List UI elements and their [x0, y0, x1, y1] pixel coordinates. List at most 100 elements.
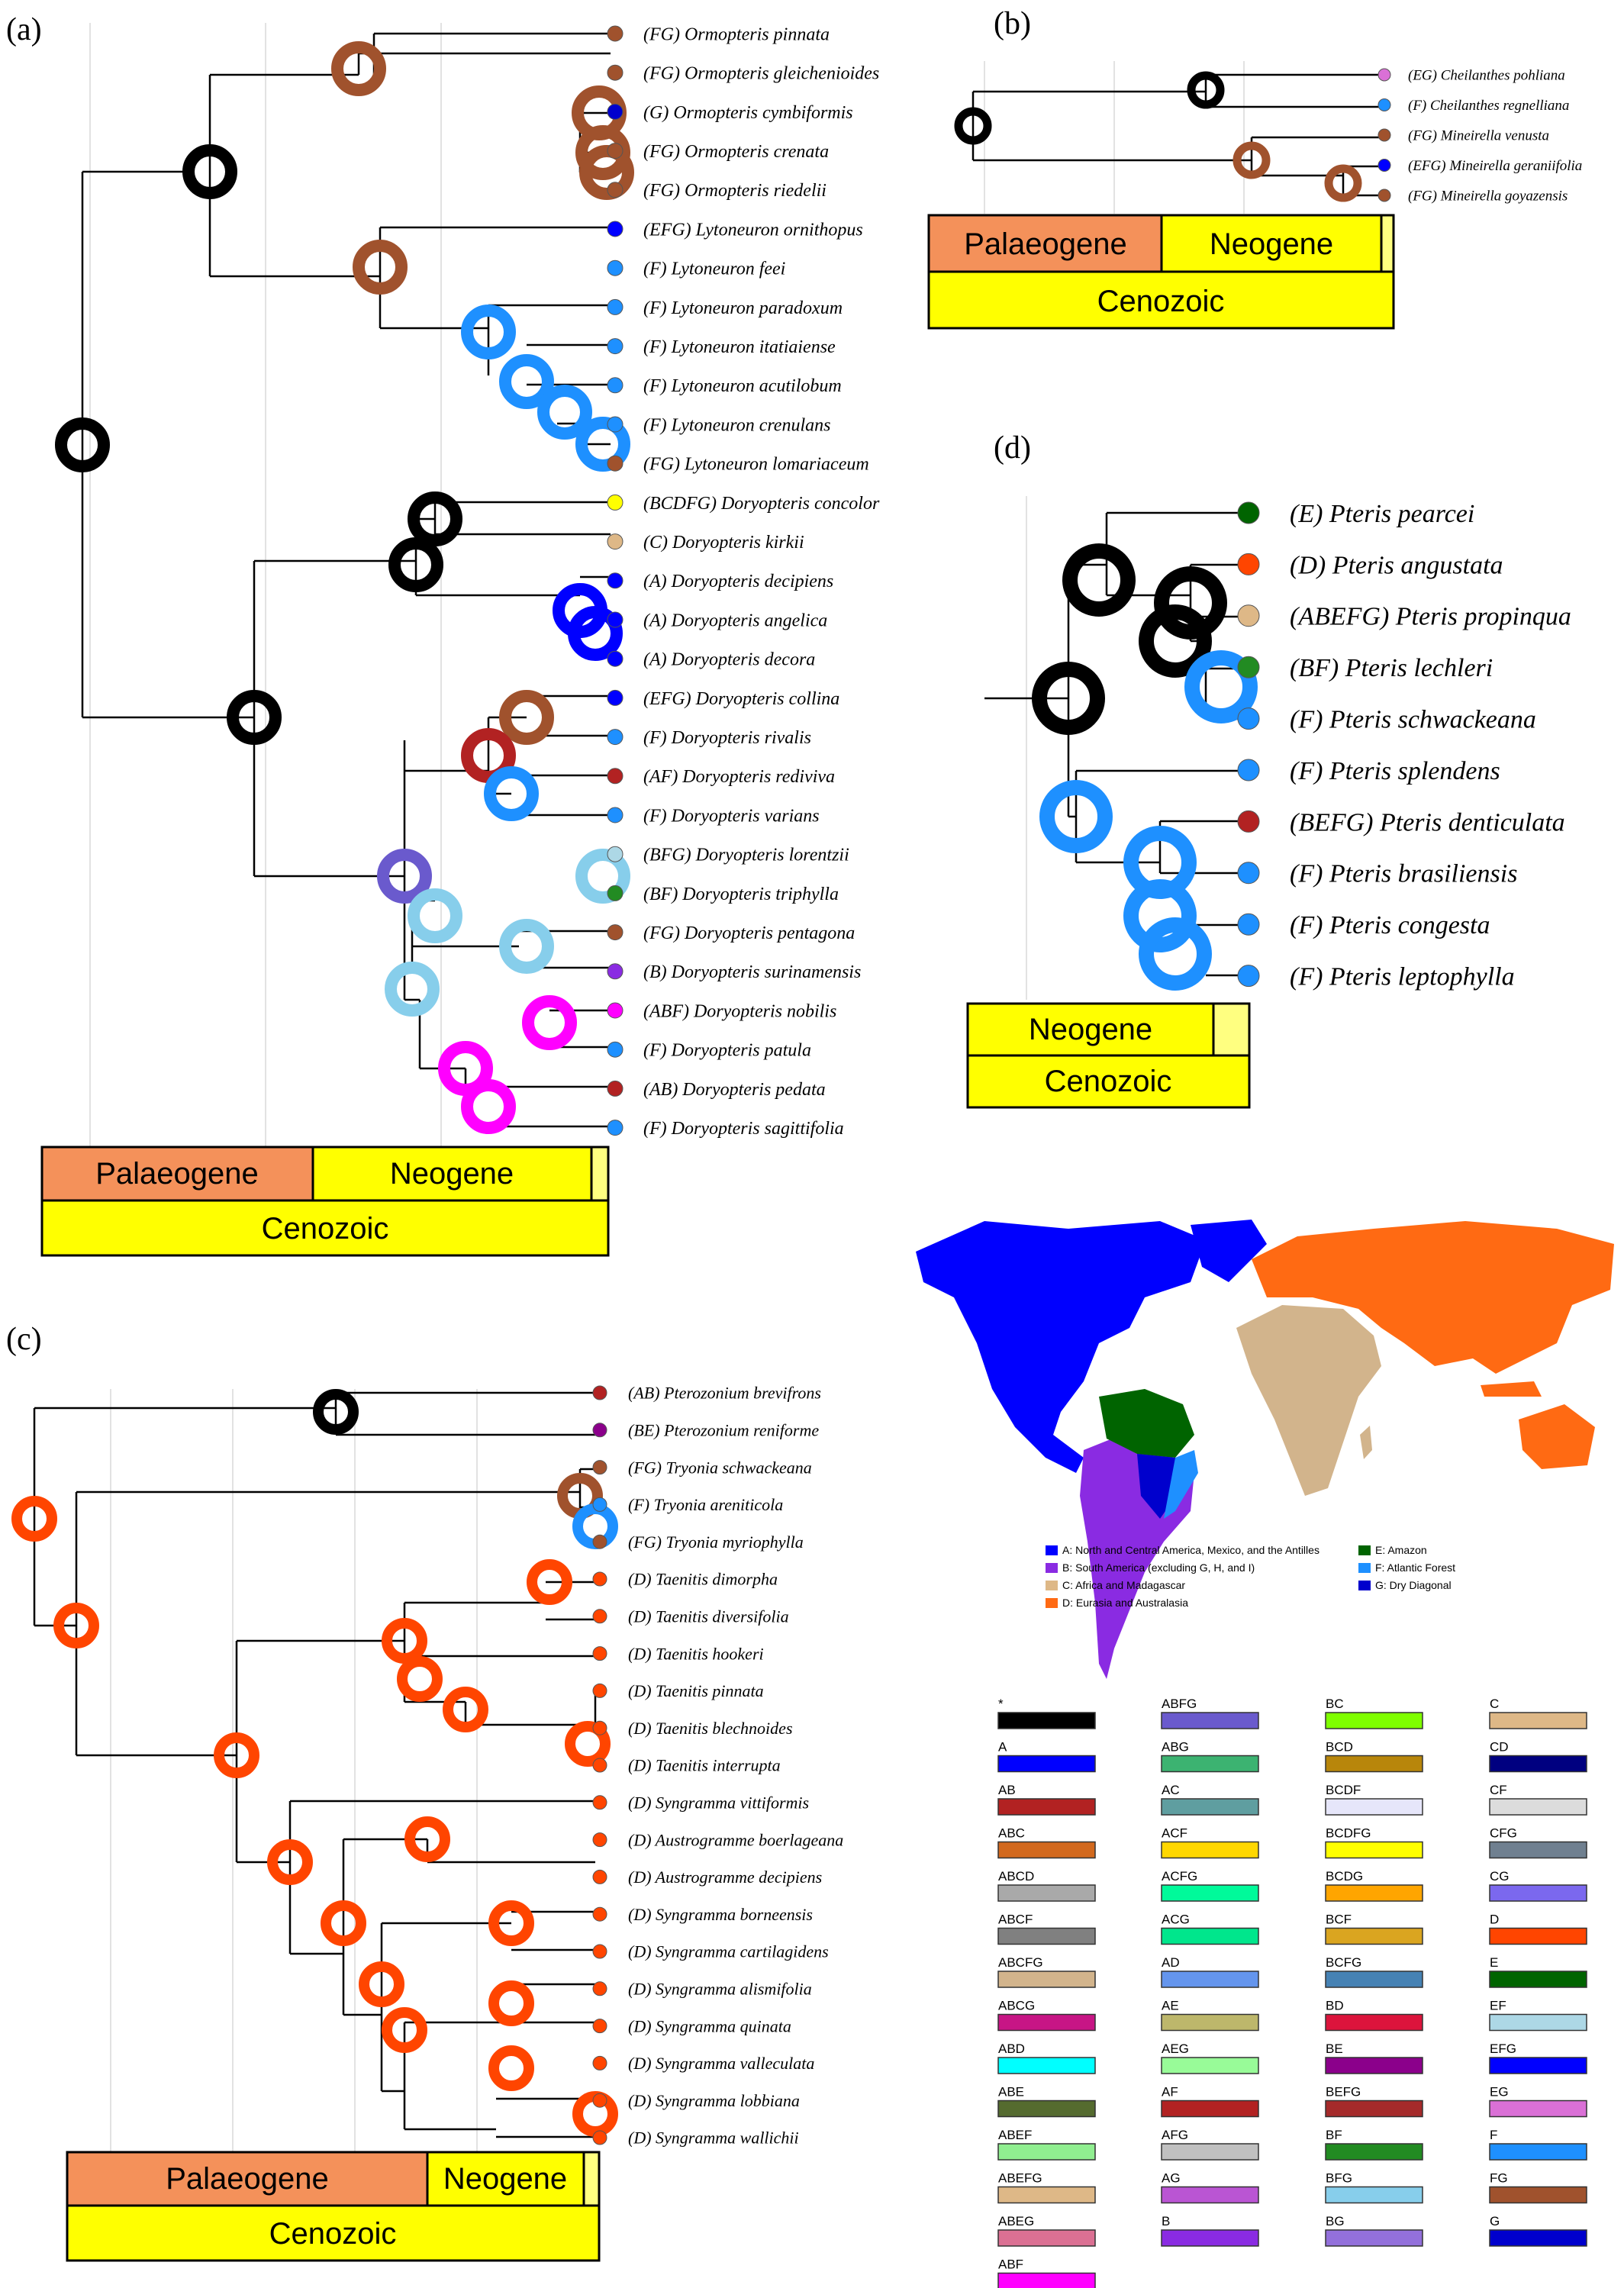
tip-label: (E) Pteris pearcei — [1290, 500, 1474, 528]
tip-label: (D) Syngramma quinata — [628, 2016, 791, 2035]
area-legend-swatch — [1325, 2143, 1423, 2161]
map-legend-swatch — [1046, 1545, 1058, 1555]
area-legend-label: EF — [1490, 1999, 1506, 2013]
tip-label: (FG) Doryopteris pentagona — [643, 923, 855, 943]
tip-label: (D) Syngramma cartilagidens — [628, 1942, 829, 1961]
tip-dot — [592, 1906, 607, 1922]
area-legend-label: F — [1490, 2128, 1497, 2142]
tip-dot — [607, 1120, 624, 1136]
tip-label: (F) Lytoneuron itatiaiense — [643, 337, 836, 357]
tip-label: (G) Ormopteris cymbiformis — [643, 103, 853, 123]
tip-dot — [592, 1609, 607, 1624]
area-legend-swatch — [1325, 1712, 1423, 1729]
tip-dot — [1237, 913, 1260, 936]
area-legend-swatch — [997, 1798, 1096, 1816]
map-greenland — [1191, 1220, 1267, 1282]
tip-dot — [607, 143, 624, 160]
panel-d-phylogeny: (d) — [966, 430, 1571, 1109]
tip-dot — [607, 689, 624, 706]
panel-c-tip-list: (AB) Pterozonium brevifrons(BE) Pterozon… — [592, 1384, 843, 2148]
panel-b-epoch-neogene: Neogene — [1210, 227, 1333, 261]
panel-a-epoch-palaeogene: Palaeogene — [95, 1157, 259, 1191]
tip-dot — [592, 1758, 607, 1773]
area-legend-label: ABE — [998, 2085, 1024, 2099]
tip-dot — [607, 455, 624, 472]
area-legend-swatch — [1489, 1798, 1587, 1816]
area-legend-swatch — [1325, 1927, 1423, 1945]
tip-dot — [592, 1571, 607, 1587]
area-legend-label: ABEF — [998, 2128, 1032, 2142]
area-legend-label: BG — [1326, 2214, 1345, 2228]
area-legend-label: ABG — [1162, 1740, 1189, 1755]
panel-b-branches — [972, 73, 1381, 197]
area-legend-label: BCDF — [1326, 1783, 1361, 1797]
area-legend-label: EFG — [1490, 2041, 1516, 2056]
panel-d-timescale: Neogene Cenozoic — [966, 1002, 1251, 1109]
panel-d-label: (d) — [994, 430, 1031, 466]
map-legend-swatch — [1358, 1581, 1371, 1590]
tip-dot — [1378, 128, 1391, 142]
tip-label: (F) Doryopteris varians — [643, 806, 820, 826]
tip-dot — [1378, 189, 1391, 202]
tip-dot — [592, 1423, 607, 1438]
area-legend-swatch — [1325, 2013, 1423, 2032]
area-legend-label: AE — [1162, 1999, 1179, 2013]
tip-dot — [592, 1385, 607, 1400]
tip-label: (D) Taenitis dimorpha — [628, 1570, 778, 1589]
map-eurasia-australasia — [1252, 1221, 1614, 1374]
map-africa — [1236, 1305, 1381, 1496]
tip-dot — [592, 1720, 607, 1735]
panel-d-epoch-neogene: Neogene — [1029, 1013, 1152, 1046]
tip-label: (FG) Ormopteris gleichenioides — [643, 64, 879, 84]
tip-dot — [607, 846, 624, 862]
tip-label: (EFG) Mineirella geraniifolia — [1408, 158, 1582, 174]
tip-dot — [607, 963, 624, 980]
area-legend-label: BEFG — [1326, 2085, 1361, 2099]
tip-dot — [1237, 656, 1260, 678]
area-legend-label: ABC — [998, 1826, 1025, 1841]
area-legend-swatch — [1161, 2143, 1259, 2161]
area-legend-label: BCF — [1326, 1913, 1352, 1927]
tip-label: (D) Austrogramme decipiens — [628, 1867, 822, 1887]
area-legend-swatch — [1161, 2013, 1259, 2032]
tip-label: (D) Taenitis diversifolia — [628, 1607, 789, 1626]
area-legend-swatch — [1161, 2229, 1259, 2247]
panel-a-era-cenozoic: Cenozoic — [262, 1212, 389, 1246]
map-legend-swatch — [1046, 1598, 1058, 1608]
area-legend-label: AB — [998, 1783, 1016, 1797]
tip-label: (F) Lytoneuron crenulans — [643, 415, 830, 435]
panel-a-phylogeny: (a) — [6, 12, 880, 1257]
tip-dot — [592, 1646, 607, 1661]
panel-c-timescale: Palaeogene Neogene Cenozoic — [66, 2151, 601, 2262]
panel-c-label: (c) — [6, 1322, 42, 1357]
area-legend-swatch — [1489, 2143, 1587, 2161]
tip-label: (AB) Pterozonium brevifrons — [628, 1384, 821, 1403]
tip-dot — [592, 1460, 607, 1475]
area-legend-label: A — [998, 1740, 1007, 1755]
tip-dot — [1237, 810, 1260, 833]
tip-label: (BF) Pteris lechleri — [1290, 654, 1493, 682]
tip-dot — [1378, 98, 1391, 111]
tip-label: (B) Doryopteris surinamensis — [643, 962, 861, 982]
tip-dot — [1237, 553, 1260, 575]
panel-c-epoch-palaeogene: Palaeogene — [166, 2162, 329, 2196]
area-legend-swatch — [1325, 2229, 1423, 2247]
area-legend-swatch — [1161, 1927, 1259, 1945]
area-legend-label: AFG — [1162, 2128, 1188, 2142]
area-legend-swatch — [1325, 1798, 1423, 1816]
area-legend-swatch — [1161, 1884, 1259, 1902]
map-legend-label: A: North and Central America, Mexico, an… — [1062, 1544, 1320, 1556]
tip-dot — [607, 533, 624, 550]
panel-b-era-cenozoic: Cenozoic — [1097, 285, 1225, 318]
tip-label: (A) Doryopteris decora — [643, 650, 815, 670]
tip-label: (D) Syngramma lobbiana — [628, 2091, 800, 2110]
area-legend-label: G — [1490, 2214, 1500, 2228]
tip-dot — [1237, 759, 1260, 781]
panel-d-era-cenozoic: Cenozoic — [1045, 1065, 1172, 1098]
tip-label: (A) Doryopteris angelica — [643, 611, 827, 630]
tip-label: (ABEFG) Pteris propinqua — [1290, 603, 1571, 631]
tip-dot — [592, 1869, 607, 1884]
tip-label: (D) Austrogramme boerlageana — [628, 1830, 843, 1849]
tip-dot — [607, 494, 624, 511]
area-legend-swatch — [1325, 2099, 1423, 2118]
